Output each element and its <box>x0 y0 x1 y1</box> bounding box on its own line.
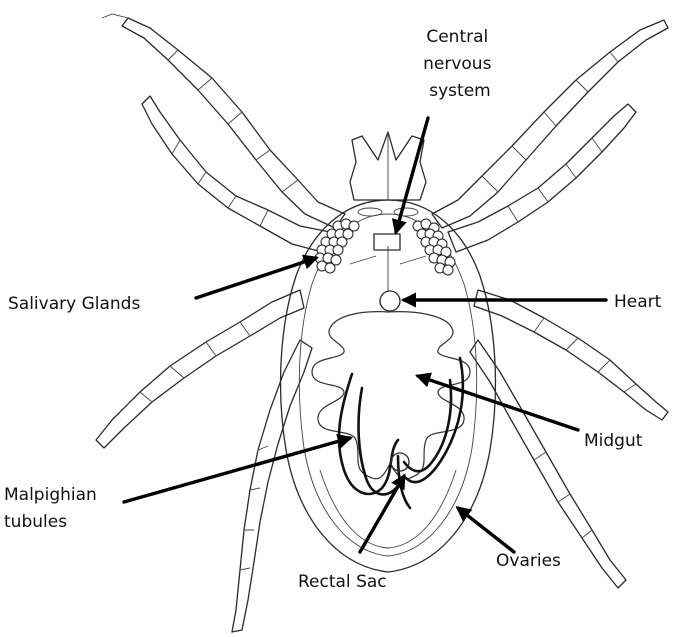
heart-graphic <box>380 291 400 311</box>
label-salivary-glands: Salivary Glands <box>8 294 140 314</box>
anatomy-labels: Central nervous system Salivary Glands H… <box>4 27 662 592</box>
synganglion-graphic <box>374 234 400 250</box>
label-cns: Central nervous system <box>423 27 497 101</box>
leg-left-1 <box>122 18 345 228</box>
salivary-glands-graphic <box>315 219 455 275</box>
leg-right-2 <box>448 104 636 252</box>
label-ovaries: Ovaries <box>496 551 561 571</box>
ovaries-graphic <box>320 470 456 548</box>
label-rectal-sac: Rectal Sac <box>298 572 387 592</box>
label-heart: Heart <box>614 292 662 312</box>
arrow-ovaries <box>458 508 514 552</box>
arrow-cns <box>396 118 428 232</box>
label-malpighian-tubules: Malpighian tubules <box>4 485 102 532</box>
label-midgut: Midgut <box>584 431 643 451</box>
leg-right-1 <box>432 20 668 228</box>
arrow-salivary-glands <box>196 258 316 298</box>
leg-left-2 <box>142 96 330 252</box>
capitulum <box>350 132 426 216</box>
